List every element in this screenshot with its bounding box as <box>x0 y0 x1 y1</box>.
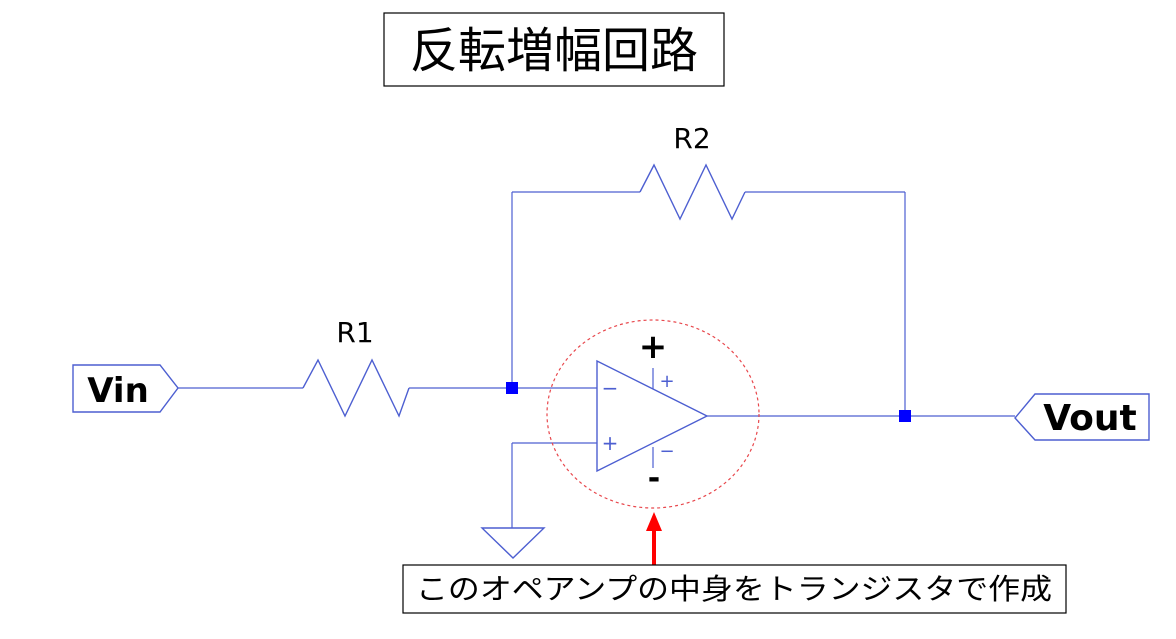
vin-label: Vin <box>87 371 149 411</box>
r1-label: R1 <box>336 316 373 349</box>
ground-icon <box>480 527 546 559</box>
node-output <box>899 410 911 422</box>
vout-port: Vout <box>1014 393 1150 441</box>
vin-port: Vin <box>72 364 179 413</box>
annotation-box: このオペアンプの中身をトランジスタで作成 <box>402 564 1067 614</box>
pointer-arrow-icon <box>646 512 662 565</box>
supply-negative-label: - <box>648 461 660 496</box>
title-box: 反転増幅回路 <box>383 12 725 87</box>
resistor-r2: R2 <box>639 122 746 221</box>
node-inverting <box>506 382 518 394</box>
opamp-symbol: − + + − + - <box>596 327 709 496</box>
resistor-r1: R1 <box>302 316 410 418</box>
wires <box>178 191 1015 528</box>
opamp-noninverting-mark: + <box>602 431 619 455</box>
opamp-supply-pos-pin-mark: + <box>659 371 674 392</box>
supply-positive-label: + <box>639 327 668 367</box>
title-text: 反転増幅回路 <box>410 23 698 79</box>
vout-label: Vout <box>1043 398 1136 439</box>
opamp-supply-neg-pin-mark: − <box>659 441 674 462</box>
r2-label: R2 <box>673 122 710 155</box>
opamp-inverting-mark: − <box>602 376 619 400</box>
highlight-circle <box>546 319 760 509</box>
annotation-text: このオペアンプの中身をトランジスタで作成 <box>416 572 1052 606</box>
